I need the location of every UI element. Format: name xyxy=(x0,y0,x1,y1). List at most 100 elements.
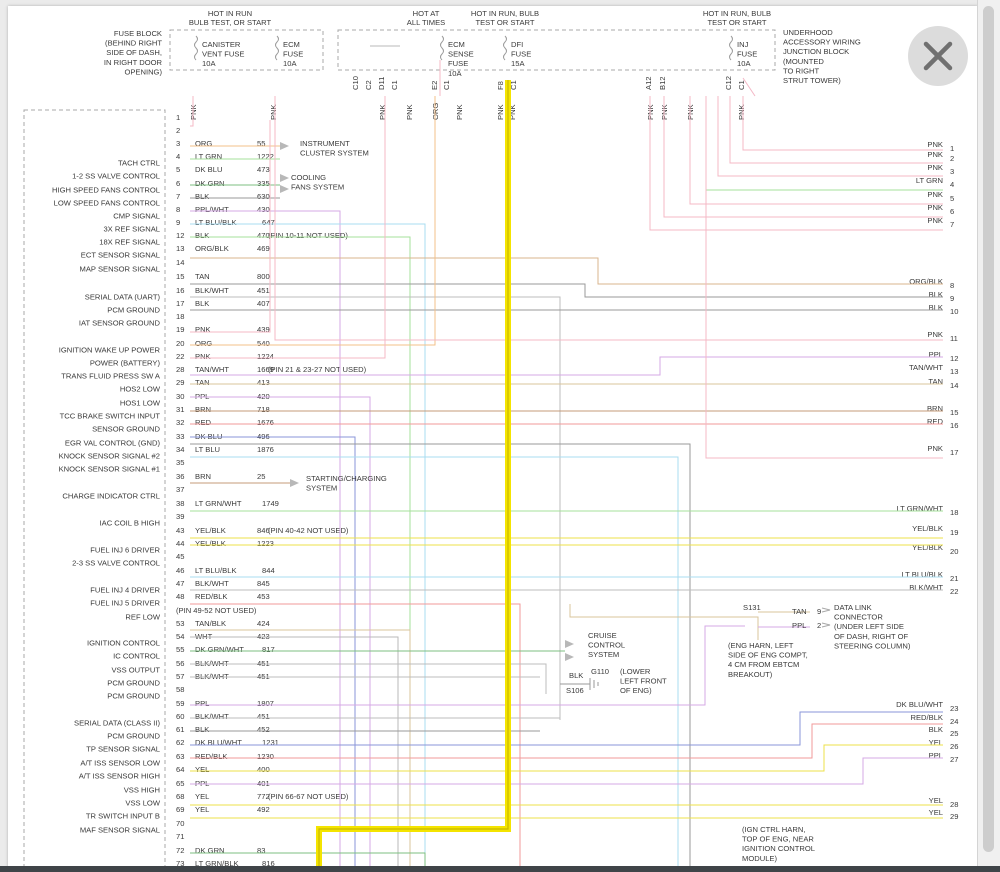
right-pin-number: 28 xyxy=(950,800,958,809)
circuit-number: 647 xyxy=(262,218,275,227)
wire-color-label: YEL/BLK xyxy=(195,526,226,535)
pcm-pin-function: KNOCK SENSOR SIGNAL #1 xyxy=(59,465,160,474)
wire-color-label: BLK/WHT xyxy=(195,712,229,721)
pcm-pin-number: 29 xyxy=(176,378,184,387)
pcm-pin-function: FUEL INJ 6 DRIVER xyxy=(90,546,160,555)
circuit-number: 800 xyxy=(257,272,270,281)
wire-inj-3 xyxy=(717,96,943,177)
pcm-pin-function: 1-2 SS VALVE CONTROL xyxy=(72,172,160,181)
close-button[interactable] xyxy=(908,26,968,86)
pcm-pin-number: 47 xyxy=(176,579,184,588)
pcm-pin-number: 65 xyxy=(176,779,184,788)
fuse-label: 10A xyxy=(448,69,462,78)
pcm-pin-number: 58 xyxy=(176,685,184,694)
system-label: CRUISE xyxy=(588,631,617,640)
right-wire-color: PNK xyxy=(927,140,943,149)
circuit-number: 1669 xyxy=(257,365,274,374)
pcm-pin-number: 48 xyxy=(176,592,184,601)
terminal-label: C2 xyxy=(364,80,373,90)
wire-color-label: PNK xyxy=(496,104,505,120)
pcm-pin-function: 18X REF SIGNAL xyxy=(99,238,160,247)
right-pin-number: 20 xyxy=(950,547,958,556)
right-pin-number: 21 xyxy=(950,574,958,583)
circuit-number: 1222 xyxy=(257,152,274,161)
scrollbar-thumb[interactable] xyxy=(983,6,994,852)
underhood-junction-label: ACCESSORY WIRING xyxy=(783,38,861,47)
circuit-number: 451 xyxy=(257,712,270,721)
wire-color-label: DK GRN xyxy=(195,846,225,855)
pcm-pin-number: 33 xyxy=(176,432,184,441)
wire-pin-28 xyxy=(190,356,943,376)
wire-pin-16 xyxy=(190,296,561,720)
wire-s131 xyxy=(569,604,759,640)
fuse-label: FUSE xyxy=(283,50,303,59)
pcm-pin-function: HOS2 LOW xyxy=(120,385,161,394)
circuit-number: 718 xyxy=(257,405,270,414)
circuit-number: 1231 xyxy=(262,738,279,747)
pcm-pin-function: POWER (BATTERY) xyxy=(90,359,161,368)
fuse-label: VENT FUSE xyxy=(202,50,244,59)
circuit-number: 25 xyxy=(257,472,265,481)
right-wire-color: YEL/BLK xyxy=(912,524,943,533)
terminal-label: B12 xyxy=(658,76,667,90)
circuit-number: 439 xyxy=(257,325,270,334)
circuit-number: 1807 xyxy=(257,699,274,708)
fuse-symbol xyxy=(729,35,733,61)
pcm-pin-function: FUEL INJ 5 DRIVER xyxy=(90,599,160,608)
terminal-label: C1 xyxy=(737,80,746,90)
terminal-label: C1 xyxy=(442,80,451,90)
fuse-block-label: (BEHIND RIGHT xyxy=(105,39,162,48)
system-arrow-icon xyxy=(280,174,289,182)
wire-color-label: BLK xyxy=(195,231,209,240)
system-arrow-icon xyxy=(290,479,299,487)
wire-pin-56 xyxy=(190,663,547,694)
right-pin-number: 7 xyxy=(950,220,954,229)
pcm-pin-function: CMP SIGNAL xyxy=(113,212,160,221)
pcm-pin-number: 3 xyxy=(176,139,180,148)
fuse-label: ECM xyxy=(448,40,465,49)
wire-color-label: PNK xyxy=(455,104,464,120)
wire-inj-6 xyxy=(663,96,943,218)
terminal-label: C12 xyxy=(724,76,733,90)
circuit-number: 846 xyxy=(257,526,270,535)
wire-color-label: DK BLU/WHT xyxy=(195,738,242,747)
wire-canister xyxy=(190,96,194,127)
wire-color-label: LT GRN/WHT xyxy=(195,499,242,508)
fuse-label: CANISTER xyxy=(202,40,241,49)
not-used-note: (PIN 66-67 NOT USED) xyxy=(268,792,349,801)
right-pin-number: 3 xyxy=(950,167,954,176)
dlc-pin-number: 9 xyxy=(817,607,821,616)
splice-note: (ENG HARN, LEFT xyxy=(728,641,794,650)
hot-all-times-label: HOT AT xyxy=(413,9,440,18)
pcm-pin-number: 18 xyxy=(176,312,184,321)
pcm-pin-number: 55 xyxy=(176,645,184,654)
pcm-pin-function: IAC COIL B HIGH xyxy=(100,519,160,528)
pcm-pin-number: 71 xyxy=(176,832,184,841)
pcm-pin-number: 70 xyxy=(176,819,184,828)
pcm-pin-number: 53 xyxy=(176,619,184,628)
fuse-block-label: FUSE BLOCK xyxy=(114,29,162,38)
wire-color-label: PNK xyxy=(508,104,517,120)
wire-pin-11 xyxy=(274,96,943,341)
wire-color-label: RED xyxy=(195,418,212,427)
wire-pin-33 xyxy=(190,436,356,870)
bottom-toolbar xyxy=(0,866,1000,872)
system-arrow-icon xyxy=(565,640,574,648)
pcm-pin-number: 15 xyxy=(176,272,184,281)
wire-color-label: LT GRN xyxy=(195,152,222,161)
pcm-pin-function: PCM GROUND xyxy=(107,732,160,741)
vertical-scrollbar[interactable] xyxy=(977,0,1000,872)
splice-note: SIDE OF ENG COMPT, xyxy=(728,651,808,660)
circuit-number: 473 xyxy=(257,165,270,174)
right-wire-color: PNK xyxy=(927,444,943,453)
fuse-symbol xyxy=(503,35,507,61)
right-wire-color: BLK/WHT xyxy=(909,583,943,592)
pcm-pin-function: PCM GROUND xyxy=(107,679,160,688)
terminal-label: A12 xyxy=(644,76,653,90)
wire-pin-65 xyxy=(190,757,943,785)
right-pin-number: 29 xyxy=(950,812,958,821)
right-wire-color: RED xyxy=(927,417,944,426)
pcm-pin-function: FUEL INJ 4 DRIVER xyxy=(90,586,160,595)
pcm-pin-number: 37 xyxy=(176,485,184,494)
